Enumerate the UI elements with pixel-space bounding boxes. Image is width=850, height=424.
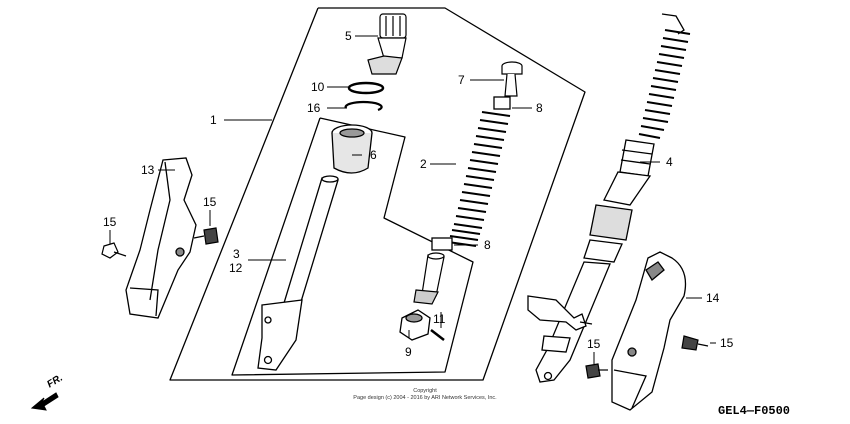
right-fork-cover (611, 251, 687, 411)
fork-pipe (257, 175, 339, 371)
callout-6: 6 (370, 148, 377, 162)
assembly-outline (169, 7, 586, 381)
callout-8-upper: 8 (536, 101, 543, 115)
circlip (344, 100, 383, 112)
callout-7: 7 (458, 73, 465, 87)
callout-2: 2 (420, 157, 427, 171)
damper-rod (413, 252, 445, 305)
callout-10: 10 (311, 80, 325, 94)
lower-collar (431, 237, 453, 251)
copyright-line: Page design (c) 2004 - 2016 by ARI Netwo… (353, 395, 497, 401)
callout-16: 16 (307, 101, 321, 115)
callout-15-right-b: 15 (587, 337, 601, 351)
callout-11: 11 (433, 312, 446, 326)
callout-15-right-a: 15 (720, 336, 734, 350)
o-ring (347, 81, 385, 95)
copyright-title: Copyright (413, 388, 437, 394)
socket-bolt (399, 309, 431, 341)
callout-5: 5 (345, 29, 352, 43)
right-fork-leg (527, 13, 691, 383)
dust-seal (331, 124, 373, 174)
callout-15-left-a: 15 (103, 215, 117, 229)
bolt-left-b (193, 227, 219, 245)
callout-8-lower: 8 (484, 238, 491, 252)
callout-14: 14 (706, 291, 720, 305)
leader-lines (109, 35, 716, 364)
callout-4: 4 (666, 155, 673, 169)
bolt-right-a (681, 335, 709, 351)
callout-1: 1 (210, 113, 217, 127)
callout-15-left-b: 15 (203, 195, 217, 209)
bolt-left-a (101, 242, 127, 259)
fork-spring (447, 111, 511, 247)
top-cap-bolt (367, 13, 407, 75)
left-fork-cover (125, 157, 197, 319)
callout-9: 9 (405, 345, 412, 359)
inner-group-outline (231, 117, 474, 376)
upper-collar (493, 96, 511, 110)
callout-12: 12 (229, 261, 243, 275)
callout-13: 13 (141, 163, 155, 177)
bolt-right-b (585, 363, 608, 379)
pin (430, 329, 445, 341)
diagram-code: GEL4—F0500 (718, 404, 791, 418)
spring-seat-collar (501, 61, 523, 97)
callout-3: 3 (233, 247, 240, 261)
front-direction-arrow-icon (30, 392, 59, 411)
